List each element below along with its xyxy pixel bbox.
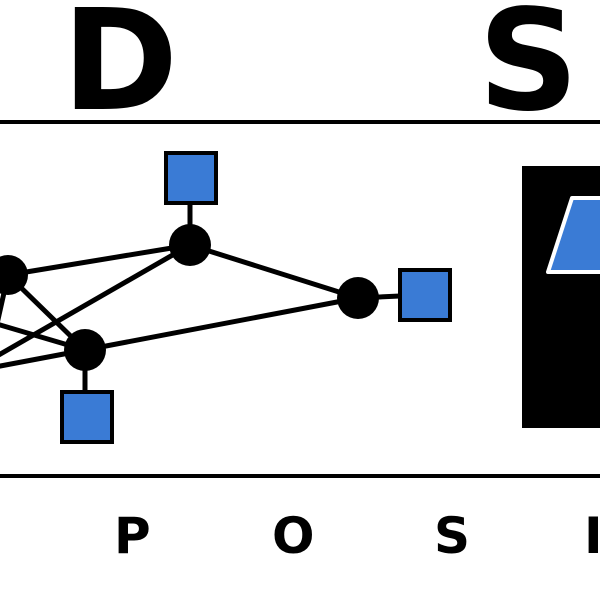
panel-parallelogram [546,196,600,274]
graph-nodes [0,224,379,371]
graph-terminals [60,151,452,444]
graph-edge [7,242,191,278]
logo-letter-i: I [584,507,600,565]
terminal-square [164,151,218,205]
graph-node [0,255,28,295]
graph-node [337,277,379,319]
graph-node [64,329,106,371]
graph-edge [84,295,359,353]
band-bottom-rule [0,474,600,478]
graph-edge [0,242,192,358]
terminal-square [60,390,114,444]
logo-letter-d: D [62,0,179,143]
logo-letter-s-small: S [434,507,471,565]
logo-letter-s: S [478,0,579,143]
terminal-square [398,268,452,322]
logo-letter-p: P [114,507,151,565]
band-top-rule [0,120,600,124]
graph-edge [189,242,359,301]
graph-node [169,224,211,266]
logo-letter-o: O [272,507,315,565]
